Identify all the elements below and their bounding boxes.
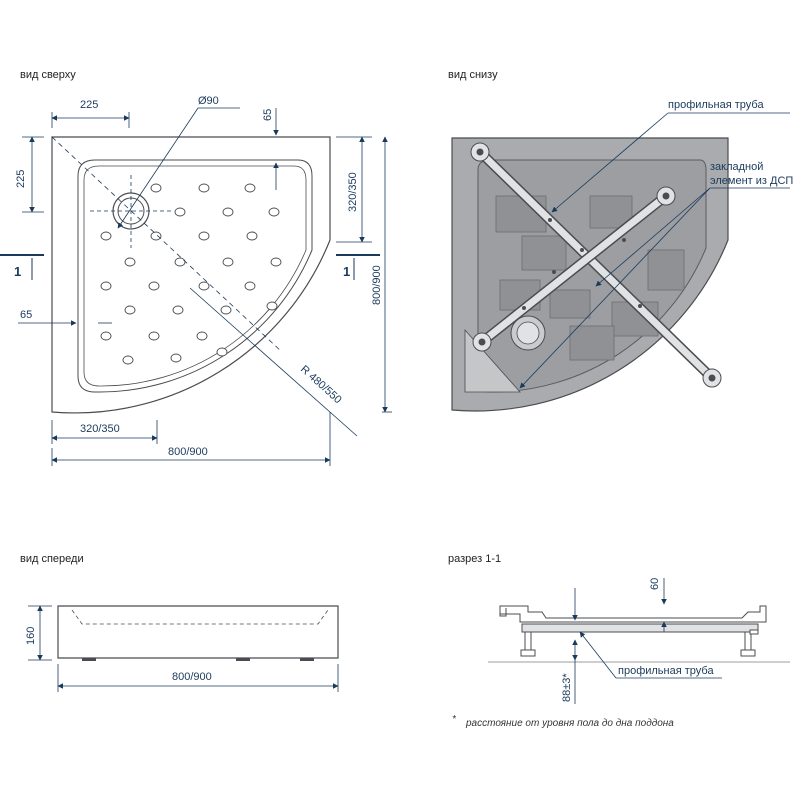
label-insert-line1: закладной — [710, 161, 763, 173]
footnote-text: расстояние от уровня пола до дна поддона — [465, 718, 674, 729]
dim-65-left: 65 — [20, 309, 32, 321]
label-insert-line2: элемент из ДСП — [710, 175, 793, 187]
top-view-tray-outline — [51, 136, 331, 414]
section-tray-profile — [499, 605, 767, 623]
dim-diameter-90: Ø90 — [198, 95, 219, 107]
top-view: вид сверху — [0, 69, 392, 466]
dim-225-horizontal: 225 — [80, 99, 98, 111]
front-view: вид спереди 160 800/900 — [20, 553, 339, 692]
front-tray-body — [57, 605, 339, 659]
section-tray-side-left — [499, 606, 507, 617]
bottom-view: вид снизу — [448, 69, 793, 412]
dim-800-900-vertical: 800/900 — [371, 265, 383, 305]
section-legs — [520, 629, 759, 657]
front-view-title: вид спереди — [20, 553, 84, 565]
top-view-title: вид сверху — [20, 69, 76, 81]
bottom-view-title: вид снизу — [448, 69, 498, 81]
section-view-title: разрез 1-1 — [448, 553, 501, 565]
profile-pipes — [475, 147, 717, 383]
dim-225-vertical: 225 — [15, 170, 27, 188]
anti-slip-dots — [100, 183, 282, 365]
feet — [470, 142, 722, 388]
dim-65-top: 65 — [262, 109, 274, 121]
front-foot-right — [300, 658, 314, 661]
dim-320-350-vertical: 320/350 — [347, 172, 359, 212]
section-mark-left: 1 — [14, 264, 21, 279]
dim-800-900-horizontal: 800/900 — [168, 446, 208, 458]
section-view: разрез 1-1 60 88±3* профильная труба — [448, 553, 790, 729]
footnote-mark: * — [452, 714, 457, 725]
section-mark-right: 1 — [343, 264, 350, 279]
dim-front-height: 160 — [25, 627, 37, 645]
label-pipe-bottom: профильная труба — [668, 99, 764, 111]
dim-front-width: 800/900 — [172, 671, 212, 683]
bottom-drain-inner — [516, 321, 540, 345]
dim-section-floor: 88±3* — [561, 673, 573, 702]
top-view-tray-basin — [77, 159, 313, 393]
front-foot-mid — [236, 658, 250, 661]
front-foot-left — [82, 658, 96, 661]
front-tray-rim — [71, 609, 329, 625]
dim-320-350-horizontal: 320/350 — [80, 423, 120, 435]
section-profile-pipe — [521, 623, 759, 633]
label-pipe-section: профильная труба — [618, 665, 714, 677]
dim-radius: R 480/550 — [298, 363, 344, 406]
dim-section-rim: 60 — [649, 578, 661, 590]
